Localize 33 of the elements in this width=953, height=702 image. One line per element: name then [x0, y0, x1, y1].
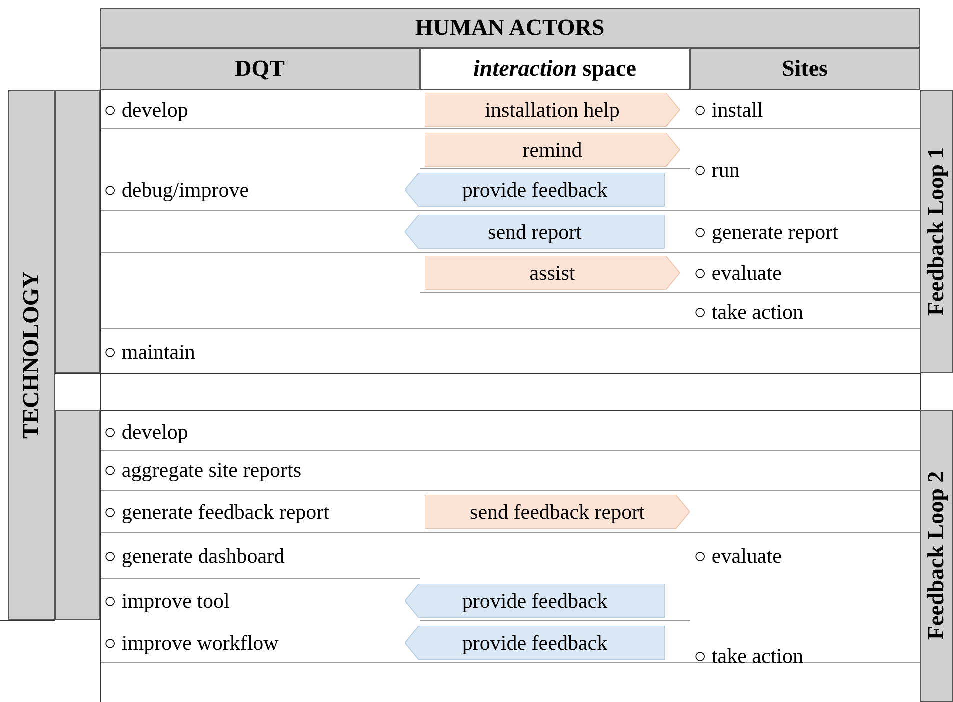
list-item: ○ develop	[104, 98, 188, 122]
list-item: ○ evaluate	[694, 261, 782, 285]
list-item: ○ generate report	[694, 220, 838, 244]
band-header	[55, 410, 100, 620]
row-header: TECHNOLOGY	[8, 90, 55, 620]
list-item: ○ debug/improve	[104, 178, 250, 202]
column-header: interaction space	[420, 48, 690, 90]
list-item: ○ take action	[694, 300, 804, 324]
left-arrow-tag: provide feedback	[405, 584, 665, 618]
loop-header: Feedback Loop 1	[920, 90, 953, 373]
column-header: Sites	[690, 48, 920, 90]
list-item: ○ install	[694, 98, 764, 122]
right-arrow-tag: remind	[425, 133, 680, 167]
list-item: ○ aggregate site reports	[104, 458, 302, 482]
list-item: ○ develop	[104, 420, 188, 444]
band-header	[55, 90, 100, 373]
list-item: ○ improve workflow	[104, 631, 279, 655]
column-header: DQT	[100, 48, 420, 90]
left-arrow-tag: provide feedback	[405, 173, 665, 207]
title-header: HUMAN ACTORS	[100, 8, 920, 48]
loop-header: Feedback Loop 2	[920, 410, 953, 702]
right-arrow-tag: installation help	[425, 93, 680, 127]
list-item: ○ take action	[694, 644, 804, 668]
list-item: ○ improve tool	[104, 589, 230, 613]
left-arrow-tag: provide feedback	[405, 626, 665, 660]
list-item: ○ generate dashboard	[104, 544, 285, 568]
list-item: ○ evaluate	[694, 544, 782, 568]
right-arrow-tag: send feedback report	[425, 495, 690, 529]
left-arrow-tag: send report	[405, 215, 665, 249]
list-item: ○ generate feedback report	[104, 500, 330, 524]
right-arrow-tag: assist	[425, 256, 680, 290]
list-item: ○ run	[694, 158, 740, 182]
list-item: ○ maintain	[104, 340, 196, 364]
